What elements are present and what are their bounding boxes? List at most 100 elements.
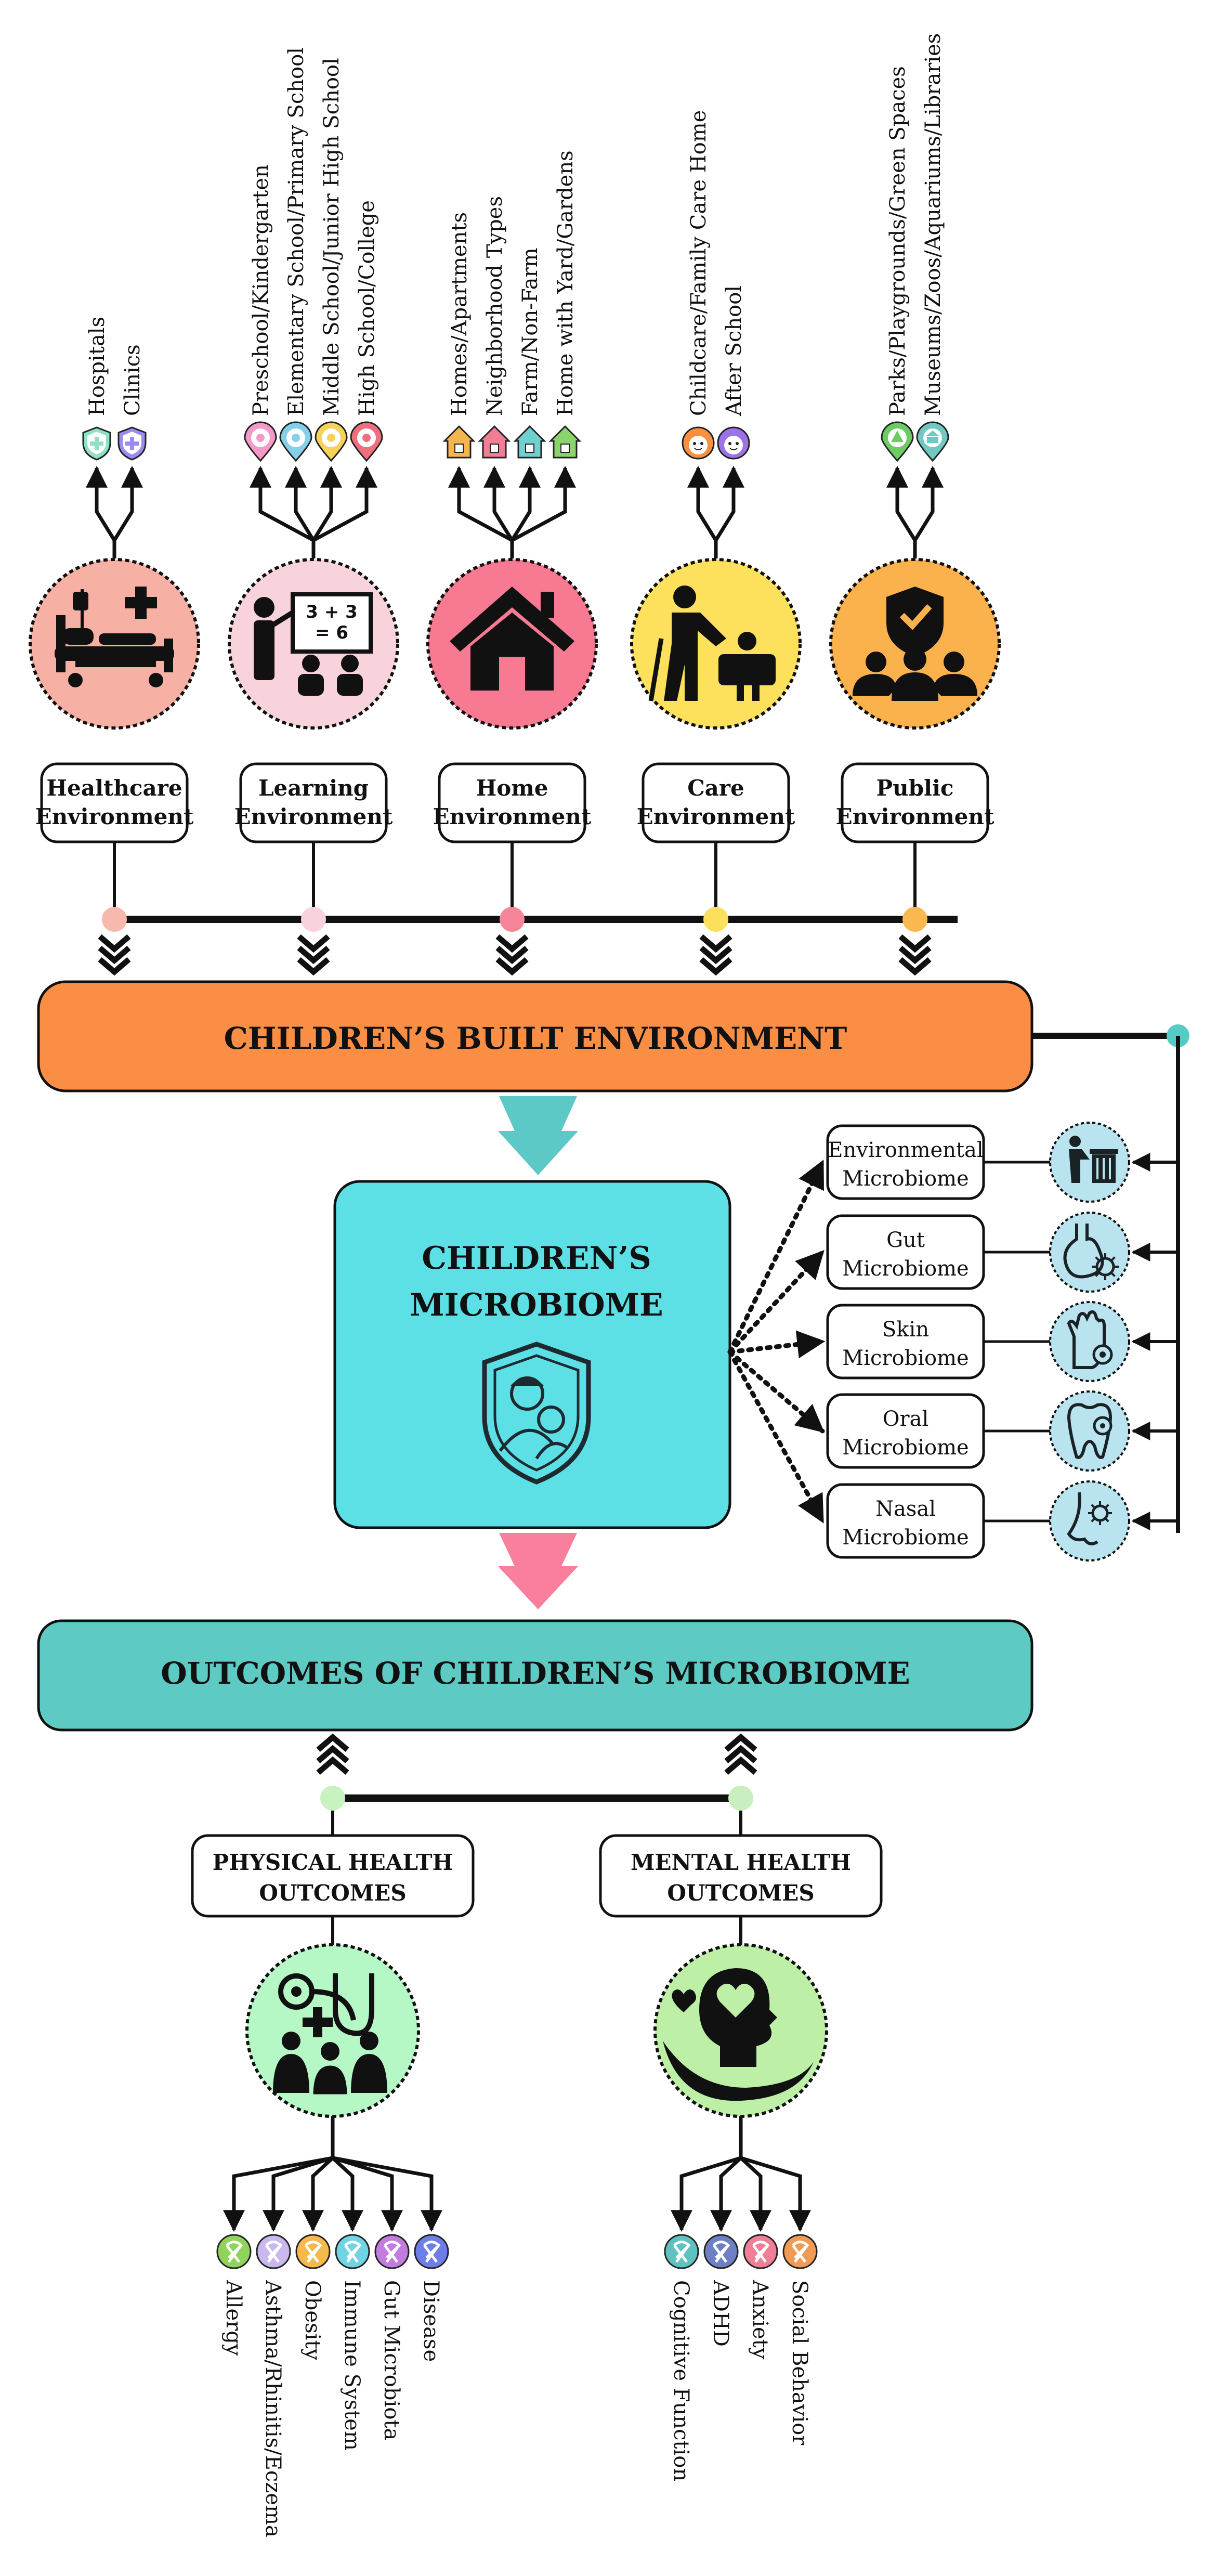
- sub-item-2: Middle School/Junior High School: [315, 58, 348, 462]
- outcome-item-label: Anxiety: [748, 2280, 772, 2360]
- microbiome-icon-circle: [1049, 1212, 1130, 1293]
- outcome-dot: [320, 1786, 345, 1811]
- environment-label-line1: Public: [876, 775, 954, 801]
- sub-item-fork-arrows: [448, 465, 576, 558]
- brain-ribbon-icon: [664, 2234, 699, 2269]
- environment-label-line2: Environment: [234, 804, 393, 829]
- microbiome-box: CHILDREN’S MICROBIOME: [333, 1180, 731, 1529]
- outcome-item-0: Allergy: [216, 2234, 252, 2356]
- environment-label-line1: Home: [476, 775, 548, 801]
- small-house-icon: [548, 425, 582, 459]
- outcome-label-line2: OUTCOMES: [259, 1880, 406, 1906]
- community-shield-icon: [853, 587, 977, 701]
- down-chevrons: [297, 934, 330, 976]
- microbiome-label-line1: Nasal: [875, 1497, 936, 1521]
- school-pin-icon: [244, 421, 277, 462]
- brain-ribbon-icon: [374, 2234, 410, 2269]
- brain-ribbon-icon: [256, 2234, 291, 2269]
- environment-label-line2: Environment: [637, 804, 795, 829]
- sub-item-0: Parks/Playgrounds/Green Spaces: [881, 66, 914, 462]
- stethoscope-family-icon: [273, 1973, 387, 2097]
- sub-item-fork-arrows: [250, 465, 377, 558]
- child-face-icon: [682, 426, 715, 460]
- sub-item-label: Preschool/Kindergarten: [249, 164, 273, 416]
- environment-dot: [500, 907, 525, 932]
- sub-item-label: Elementary School/Primary School: [284, 47, 308, 416]
- outcome-fork-arrows: [223, 2116, 442, 2232]
- hospital-bed-icon: [55, 587, 174, 687]
- outcome-label-line1: MENTAL HEALTH: [631, 1850, 851, 1875]
- brain-ribbon-icon: [414, 2234, 449, 2269]
- sub-item-1: After School: [717, 285, 750, 460]
- outcome-item-5: Disease: [414, 2234, 449, 2362]
- environment-label-line2: Environment: [836, 804, 995, 829]
- sub-item-label: Childcare/Family Care Home: [687, 110, 711, 416]
- child-shield-icon: [482, 1342, 591, 1485]
- outcomes-bar: OUTCOMES OF CHILDREN’S MICROBIOME: [37, 1619, 1033, 1732]
- stomach-microbe-icon: [1063, 1224, 1119, 1280]
- brain-ribbon-icon: [782, 2234, 818, 2269]
- environment-label-line2: Environment: [433, 804, 592, 829]
- outcome-item-0: Cognitive Function: [664, 2234, 699, 2481]
- down-chevrons: [699, 934, 732, 976]
- outcome-label-line2: OUTCOMES: [667, 1880, 814, 1906]
- sub-item-3: Home with Yard/Gardens: [548, 150, 582, 459]
- sub-item-1: Clinics: [117, 344, 147, 461]
- physical-health-outcomes: PHYSICAL HEALTH OUTCOMES Allergy Asthma/Rhi…: [191, 1786, 475, 2538]
- microbiome-title-line1: CHILDREN’S: [422, 1240, 651, 1277]
- down-chevrons: [898, 934, 932, 976]
- school-pin-icon: [350, 421, 383, 462]
- teacher-board-icon: 3 + 3= 6: [254, 592, 373, 696]
- nose-microbe-icon: [1067, 1492, 1112, 1545]
- hand-microbe-icon: [1067, 1310, 1113, 1369]
- teal-down-arrow: [498, 1096, 578, 1175]
- sub-item-label: Clinics: [121, 344, 145, 416]
- outcome-item-3: Immune System: [335, 2234, 370, 2451]
- environment-label-line1: Learning: [258, 775, 369, 801]
- outcome-item-1: Asthma/Rhinitis/Eczema: [256, 2234, 291, 2538]
- outcome-item-1: ADHD: [703, 2234, 739, 2347]
- outcome-item-label: Social Behavior: [788, 2280, 812, 2445]
- microbiome-label-line2: Microbiome: [842, 1526, 969, 1550]
- trash-bin-person-icon: [1069, 1136, 1118, 1183]
- microbiome-label-line2: Microbiome: [842, 1257, 969, 1281]
- sub-item-label: Homes/Apartments: [448, 212, 472, 416]
- built-environment-title: CHILDREN’S BUILT ENVIRONMENT: [224, 1021, 847, 1056]
- health-outcomes-layer: PHYSICAL HEALTH OUTCOMES Allergy Asthma/Rhi…: [191, 1733, 883, 2538]
- outcome-item-label: Disease: [419, 2280, 443, 2362]
- microbiome-types-layer: EnvironmentalMicrobiomeGutMicrobiomeSkin…: [727, 1122, 1178, 1562]
- sub-item-label: Home with Yard/Gardens: [554, 150, 578, 416]
- sub-item-3: High School/College: [350, 200, 383, 462]
- microbiome-label-line1: Skin: [882, 1318, 929, 1342]
- brain-ribbon-icon: [216, 2234, 252, 2269]
- shield-plus-icon: [117, 426, 147, 461]
- outcome-item-label: Obesity: [300, 2280, 324, 2360]
- environment-dot: [902, 907, 927, 932]
- outcome-item-label: Allergy: [221, 2280, 245, 2356]
- environment-label-line1: Care: [687, 775, 744, 801]
- outcome-item-2: Anxiety: [743, 2234, 778, 2360]
- sub-item-fork-arrows: [886, 465, 944, 558]
- down-chevrons: [495, 934, 529, 976]
- environment-label-line2: Environment: [35, 804, 194, 829]
- feedback-connector: [1032, 1024, 1189, 1533]
- brain-ribbon-icon: [295, 2234, 331, 2269]
- sub-item-0: Childcare/Family Care Home: [682, 110, 715, 460]
- sub-item-label: Farm/Non-Farm: [518, 248, 542, 416]
- mind-heart-hand-icon: [663, 1968, 814, 2101]
- pink-down-arrow: [498, 1533, 578, 1609]
- outcome-item-label: Immune System: [340, 2280, 364, 2451]
- outcome-item-2: Obesity: [295, 2234, 331, 2360]
- svg-text:= 6: = 6: [315, 622, 348, 643]
- sub-item-label: After School: [722, 285, 746, 417]
- sub-item-label: Middle School/Junior High School: [320, 58, 344, 416]
- sub-item-label: High School/College: [355, 200, 379, 416]
- outcome-label-line1: PHYSICAL HEALTH: [213, 1850, 453, 1875]
